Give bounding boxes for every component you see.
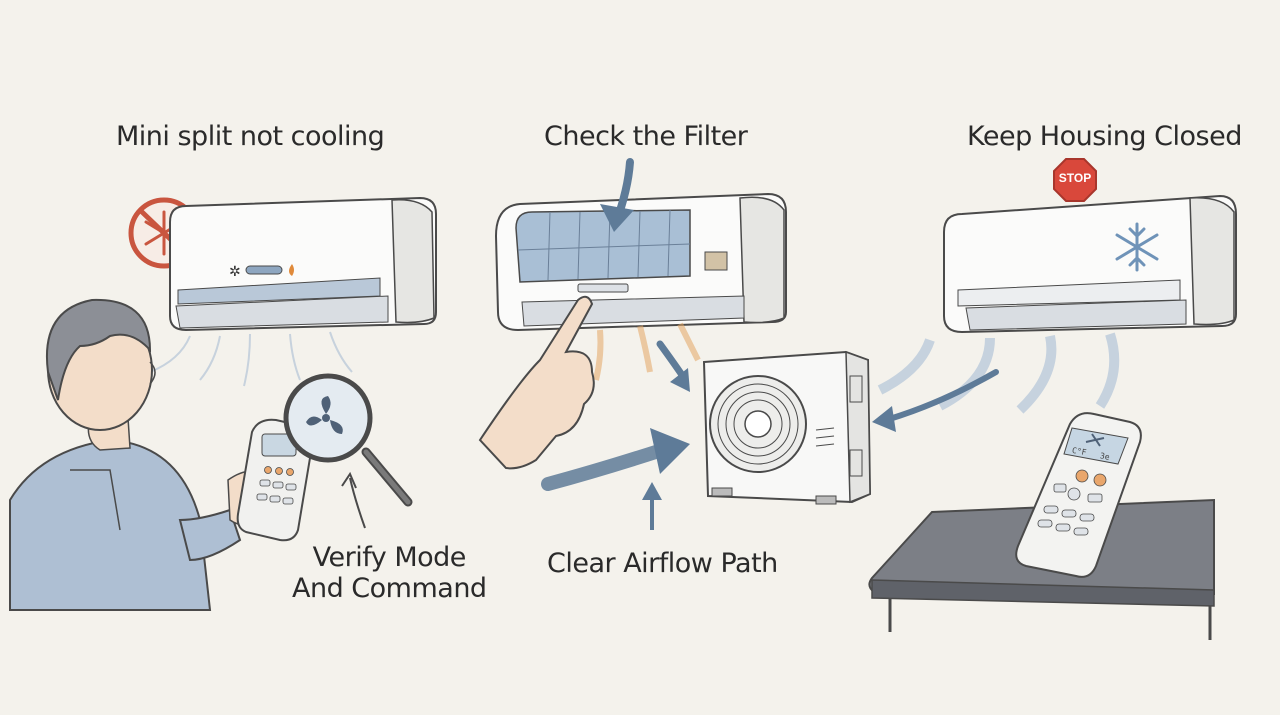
remote-display-right: 3e	[1099, 451, 1111, 462]
caption-verify-line-2: And Command	[292, 573, 487, 604]
svg-text:✲: ✲	[229, 264, 241, 280]
caption-clear-airflow-path: Clear Airflow Path	[547, 548, 778, 579]
airflow-arrow-a	[656, 340, 688, 382]
stop-sign-label: STOP	[1058, 171, 1092, 185]
magnifier-icon	[283, 373, 413, 507]
pointer-arrow-1	[349, 477, 366, 529]
outdoor-unit	[702, 350, 872, 505]
person	[9, 298, 263, 611]
indoor-unit-3	[943, 194, 1237, 334]
snowflake-icon	[1115, 222, 1159, 272]
caption-check-the-filter: Check the Filter	[544, 121, 748, 152]
caption-verify-mode: Verify Mode And Command	[292, 542, 487, 604]
cool-airflow	[877, 332, 1120, 414]
airflow-arrow-b	[541, 443, 669, 491]
caption-verify-line-1: Verify Mode	[312, 542, 467, 573]
airflow-arrow-d	[883, 369, 999, 423]
remote-control-2	[1015, 412, 1142, 578]
indoor-unit-1: ✲	[169, 196, 437, 332]
pointing-hand	[478, 295, 595, 470]
fan-icon	[306, 396, 343, 434]
remote-control-1	[236, 418, 314, 542]
caption-mini-split-not-cooling: Mini split not cooling	[116, 121, 385, 152]
stop-sign-icon	[1053, 158, 1097, 202]
indoor-unit-2	[494, 192, 787, 332]
caption-keep-housing-closed: Keep Housing Closed	[967, 121, 1242, 152]
